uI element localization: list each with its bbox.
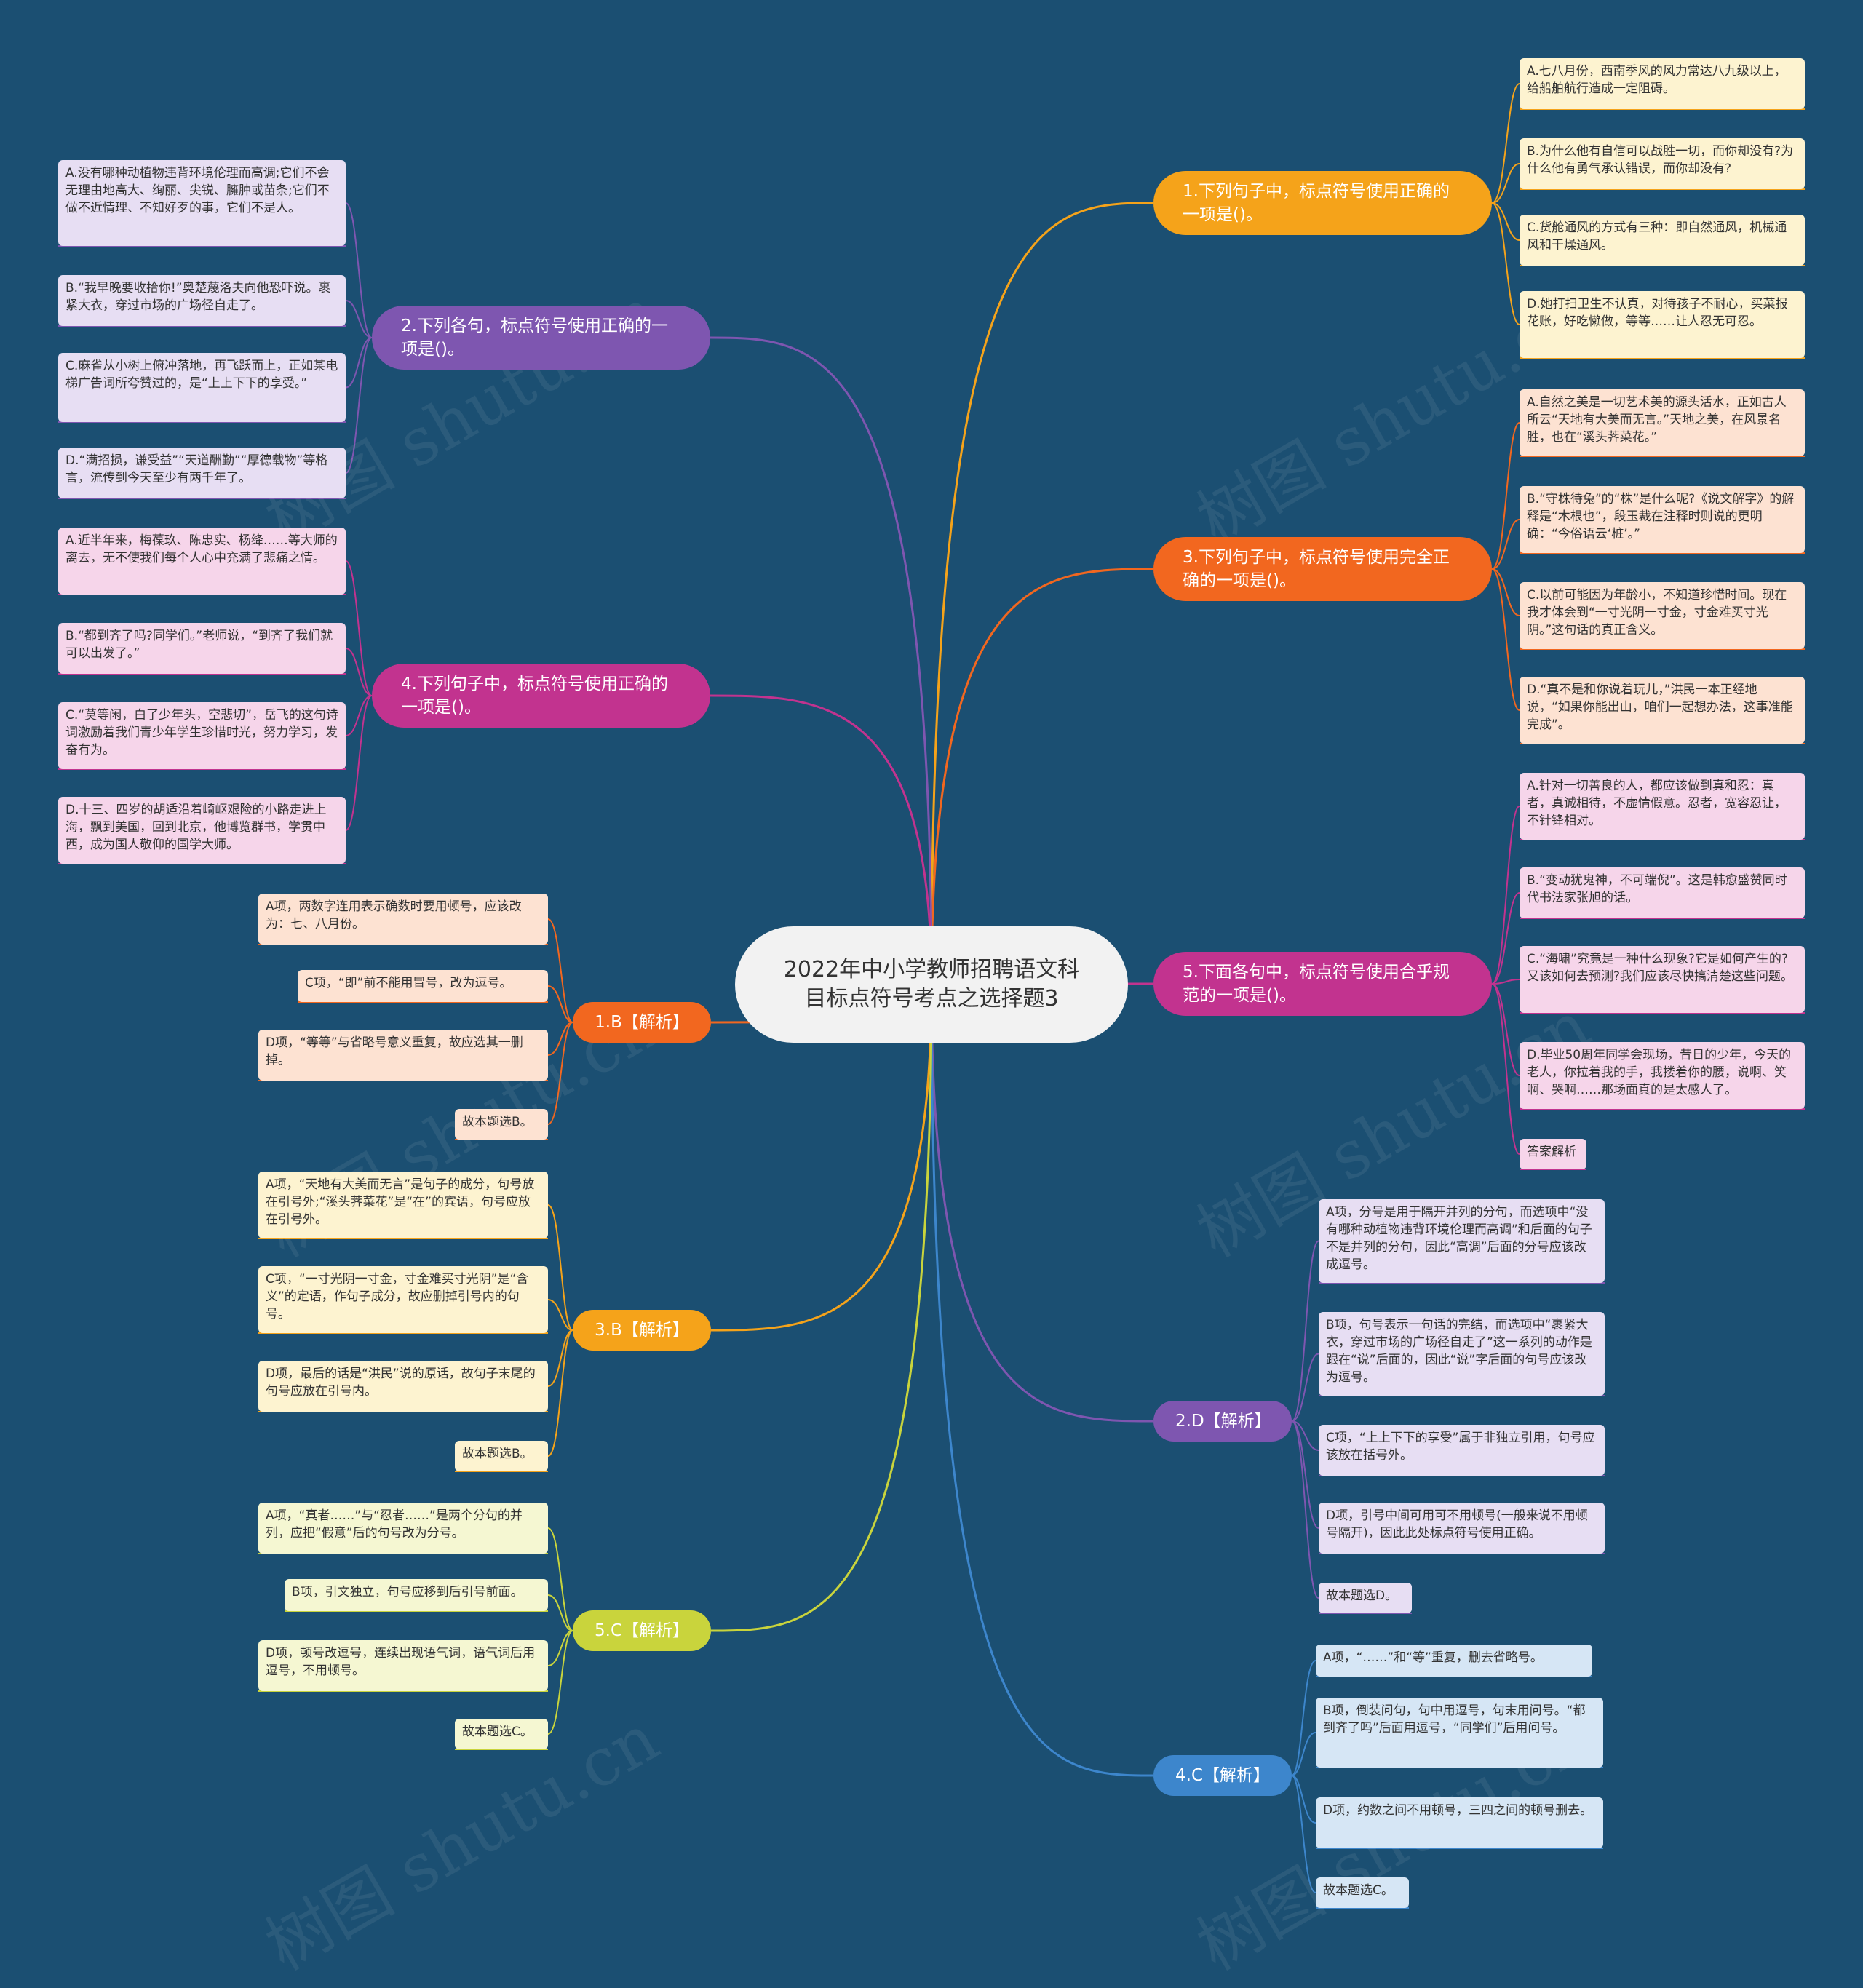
branch-a5[interactable]: 5.C【解析】: [573, 1610, 711, 1651]
branch-a3[interactable]: 3.B【解析】: [573, 1310, 711, 1351]
leaf-q3-3[interactable]: D.“真不是和你说着玩儿，”洪民一本正经地说，“如果你能出山，咱们一起想办法，这…: [1520, 677, 1805, 744]
branch-a1[interactable]: 1.B【解析】: [573, 1002, 711, 1043]
leaf-q5-2[interactable]: C.“海啸”究竟是一种什么现象?它是如何产生的?又该如何去预测?我们应该尽快搞清…: [1520, 946, 1805, 1013]
leaf-q3-0[interactable]: A.自然之美是一切艺术美的源头活水，正如古人所云“天地有大美而无言。”天地之美，…: [1520, 389, 1805, 456]
link-center-q3: [930, 568, 1154, 985]
leaf-a3-3[interactable]: 故本题选B。: [455, 1441, 548, 1471]
leaf-a3-2[interactable]: D项，最后的话是“洪民”说的原话，故句子末尾的句号应放在引号内。: [258, 1361, 548, 1412]
link-center-q2: [710, 336, 933, 985]
leaf-a5-3[interactable]: 故本题选C。: [455, 1719, 548, 1749]
link-center-a4: [930, 984, 1154, 1777]
leaf-q5-0[interactable]: A.针对一切善良的人，都应该做到真和忍：真者，真诚相待，不虚情假意。忍者，宽容忍…: [1520, 773, 1805, 840]
leaf-a2-0[interactable]: A项，分号是用于隔开并列的分句，而选项中“没有哪种动植物违背环境伦理而高调”和后…: [1319, 1199, 1605, 1283]
leaf-q2-1[interactable]: B.“我早晚要收拾你!”奥楚蔑洛夫向他恐吓说。裹紧大衣，穿过市场的广场径自走了。: [58, 275, 346, 326]
leaf-q4-3[interactable]: D.十三、四岁的胡适沿着崎岖艰险的小路走进上海，飘到美国，回到北京，他博览群书，…: [58, 797, 346, 864]
leaf-a3-0[interactable]: A项，“天地有大美而无言”是句子的成分，句号放在引号外;“溪头荠菜花”是“在”的…: [258, 1172, 548, 1238]
leaf-q1-3[interactable]: D.她打扫卫生不认真，对待孩子不耐心，买菜报花账，好吃懒做，等等……让人忍无可忍…: [1520, 291, 1805, 358]
leaf-q4-1[interactable]: B.“都到齐了吗?同学们。”老师说，“到齐了我们就可以出发了。”: [58, 623, 346, 674]
leaf-a5-2[interactable]: D项，顿号改逗号，连续出现语气词，语气词后用逗号，不用顿号。: [258, 1640, 548, 1691]
leaf-a4-3[interactable]: 故本题选C。: [1316, 1877, 1409, 1908]
leaf-a1-1[interactable]: C项，“即”前不能用冒号，改为逗号。: [298, 970, 548, 1002]
leaf-q2-0[interactable]: A.没有哪种动植物违背环境伦理而高调;它们不会无理由地高大、绚丽、尖锐、臃肿或苗…: [58, 160, 346, 246]
leaf-q2-3[interactable]: D.“满招损，谦受益”“天道酬勤”“厚德载物”等格言，流传到今天至少有两千年了。: [58, 448, 346, 498]
leaf-a3-1[interactable]: C项，“一寸光阴一寸金，寸金难买寸光阴”是“含义”的定语，作句子成分，故应删掉引…: [258, 1266, 548, 1333]
leaf-q1-1[interactable]: B.为什么他有自信可以战胜一切，而你却没有?为什么他有勇气承认错误，而你却没有?: [1520, 138, 1805, 189]
link-center-q4: [710, 694, 933, 985]
leaf-a5-0[interactable]: A项，“真者……”与“忍者……”是两个分句的并列，应把“假意”后的句号改为分号。: [258, 1503, 548, 1554]
branch-q3[interactable]: 3.下列句子中，标点符号使用完全正确的一项是()。: [1153, 537, 1492, 601]
leaf-a2-1[interactable]: B项，句号表示一句话的完结，而选项中“裹紧大衣，穿过市场的广场径自走了”这一系列…: [1319, 1312, 1605, 1396]
branch-q2[interactable]: 2.下列各句，标点符号使用正确的一项是()。: [372, 306, 710, 370]
branch-a4[interactable]: 4.C【解析】: [1153, 1755, 1292, 1796]
branch-q4[interactable]: 4.下列句子中，标点符号使用正确的一项是()。: [372, 664, 710, 728]
branch-q1[interactable]: 1.下列句子中，标点符号使用正确的一项是()。: [1153, 171, 1492, 235]
leaf-a1-3[interactable]: 故本题选B。: [455, 1109, 548, 1140]
leaf-a2-4[interactable]: 故本题选D。: [1319, 1583, 1412, 1613]
leaf-q1-0[interactable]: A.七八月份，西南季风的风力常达八九级以上，给船舶航行造成一定阻碍。: [1520, 58, 1805, 109]
leaf-a1-2[interactable]: D项，“等等”与省略号意义重复，故应选其一删掉。: [258, 1030, 548, 1081]
leaf-q5-4[interactable]: 答案解析: [1520, 1139, 1586, 1169]
leaf-q2-2[interactable]: C.麻雀从小树上俯冲落地，再飞跃而上，正如某电梯广告词所夸赞过的，是“上上下下的…: [58, 353, 346, 422]
leaf-q4-2[interactable]: C.“莫等闲，白了少年头，空悲切”，岳飞的这句诗词激励着我们青少年学生珍惜时光，…: [58, 702, 346, 769]
leaf-a2-2[interactable]: C项，“上上下下的享受”属于非独立引用，句号应该放在括号外。: [1319, 1425, 1605, 1476]
branch-a2[interactable]: 2.D【解析】: [1153, 1401, 1292, 1442]
leaf-q5-3[interactable]: D.毕业50周年同学会现场，昔日的少年，今天的老人，你拉着我的手，我搂着你的腰，…: [1520, 1042, 1805, 1109]
leaf-q4-0[interactable]: A.近半年来，梅葆玖、陈忠实、杨绛……等大师的离去，无不使我们每个人心中充满了悲…: [58, 528, 346, 595]
leaf-a1-0[interactable]: A项，两数字连用表示确数时要用顿号，应该改为：七、八月份。: [258, 894, 548, 945]
leaf-a4-2[interactable]: D项，约数之间不用顿号，三四之间的顿号删去。: [1316, 1797, 1603, 1848]
link-center-q1: [930, 202, 1154, 985]
central-topic[interactable]: 2022年中小学教师招聘语文科目标点符号考点之选择题3: [735, 926, 1128, 1043]
leaf-q5-1[interactable]: B.“变动犹鬼神，不可端倪”。这是韩愈盛赞同时代书法家张旭的话。: [1520, 867, 1805, 918]
leaf-a4-0[interactable]: A项，“……”和“等”重复，删去省略号。: [1316, 1645, 1592, 1677]
leaf-a4-1[interactable]: B项，倒装问句，句中用逗号，句末用问号。“都到齐了吗”后面用逗号，“同学们”后用…: [1316, 1698, 1603, 1768]
link-center-a3: [710, 984, 933, 1332]
leaf-q3-2[interactable]: C.以前可能因为年龄小，不知道珍惜时间。现在我才体会到“一寸光阴一寸金，寸金难买…: [1520, 582, 1805, 649]
link-center-a2: [930, 984, 1154, 1423]
leaf-a5-1[interactable]: B项，引文独立，句号应移到后引号前面。: [285, 1579, 548, 1611]
leaf-q1-2[interactable]: C.货舱通风的方式有三种：即自然通风，机械通风和干燥通风。: [1520, 215, 1805, 266]
branch-q5[interactable]: 5.下面各句中，标点符号使用合乎规范的一项是()。: [1153, 952, 1492, 1016]
leaf-a2-3[interactable]: D项，引号中间可用可不用顿号(一般来说不用顿号隔开)，因此此处标点符号使用正确。: [1319, 1503, 1605, 1554]
link-center-a5: [710, 984, 933, 1632]
leaf-q3-1[interactable]: B.“守株待兔”的“株”是什么呢?《说文解字》的解释是“木根也”，段玉裁在注释时…: [1520, 486, 1805, 553]
